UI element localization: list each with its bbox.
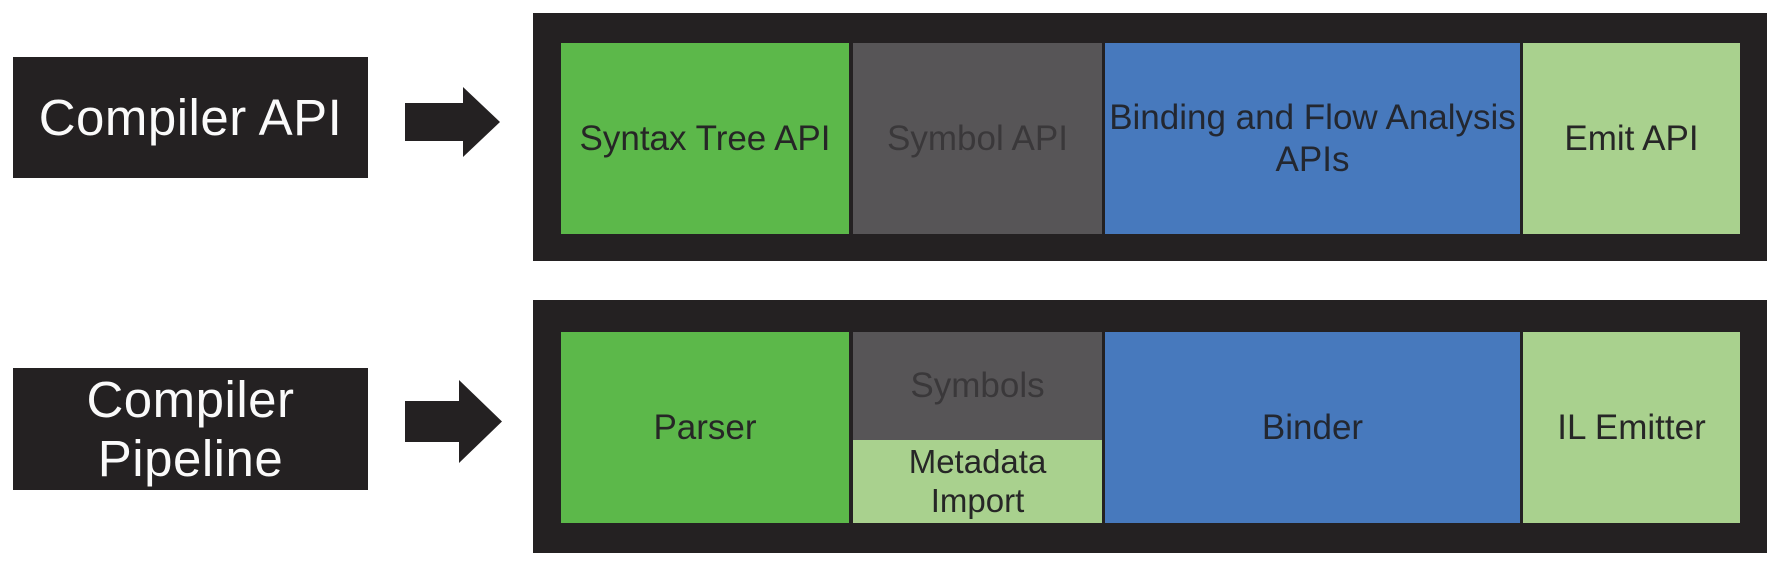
compiler-pipeline-container: Parser Symbols Metadata Import Binder IL… bbox=[533, 300, 1767, 553]
block-parser: Parser bbox=[561, 332, 849, 523]
block-symbol-api: Symbol API bbox=[853, 43, 1102, 234]
block-emit-api: Emit API bbox=[1523, 43, 1740, 234]
block-binding-flow-analysis-apis: Binding and Flow Analysis APIs bbox=[1105, 43, 1520, 234]
compiler-pipeline-label-box: Compiler Pipeline bbox=[13, 368, 368, 490]
block-emit-api-label: Emit API bbox=[1564, 118, 1699, 158]
compiler-pipeline-label: Compiler Pipeline bbox=[86, 370, 295, 487]
block-il-emitter-label: IL Emitter bbox=[1557, 407, 1706, 447]
arrow-right-icon bbox=[405, 380, 502, 463]
block-il-emitter: IL Emitter bbox=[1523, 332, 1740, 523]
block-symbols-label: Symbols bbox=[910, 366, 1045, 406]
block-metadata-import: Metadata Import bbox=[853, 440, 1102, 523]
block-parser-label: Parser bbox=[653, 407, 757, 447]
arrow-right-icon bbox=[405, 87, 500, 157]
compiler-api-label-box: Compiler API bbox=[13, 57, 368, 178]
compiler-api-container: Syntax Tree API Symbol API Binding and F… bbox=[533, 13, 1767, 261]
block-syntax-tree-api-label: Syntax Tree API bbox=[579, 118, 831, 158]
block-symbol-api-label: Symbol API bbox=[887, 118, 1068, 158]
block-syntax-tree-api: Syntax Tree API bbox=[561, 43, 849, 234]
block-symbols: Symbols bbox=[853, 332, 1102, 440]
block-metadata-import-label: Metadata Import bbox=[908, 442, 1047, 519]
block-binder: Binder bbox=[1105, 332, 1520, 523]
symbols-metadata-column: Symbols Metadata Import bbox=[853, 332, 1102, 523]
block-binder-label: Binder bbox=[1261, 407, 1364, 447]
compiler-api-label: Compiler API bbox=[38, 88, 343, 146]
block-binding-flow-analysis-apis-label: Binding and Flow Analysis APIs bbox=[1109, 98, 1516, 179]
